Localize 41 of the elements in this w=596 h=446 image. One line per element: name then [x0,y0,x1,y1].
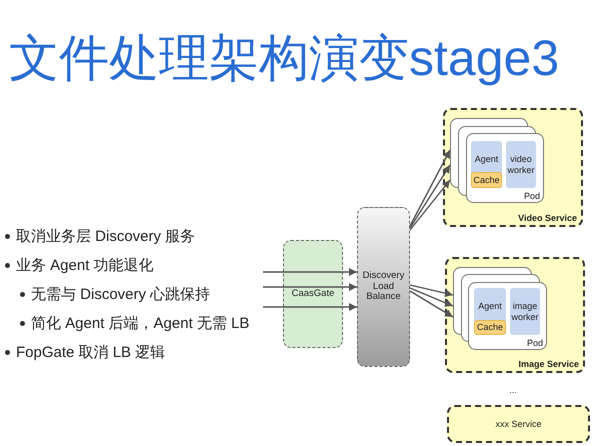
pod-label: Pod [526,338,543,348]
load-balancer-box [357,207,410,367]
cache-box [474,320,506,335]
arrow [410,284,454,298]
bullet-text: 取消业务层 Discovery 服务 [16,226,196,246]
service-group [443,108,583,227]
bullet-text: 业务 Agent 功能退化 [16,256,154,276]
node-label: video worker [508,154,534,175]
arrow [263,268,357,276]
worker-box [510,288,540,335]
arrow [410,290,454,318]
service-group [447,405,590,443]
title: 文件处理架构演变stage3 [9,29,560,88]
ellipsis-text: ... [509,385,517,395]
arrow [263,303,357,311]
node-label: image worker [511,301,538,322]
agent-box [474,288,506,335]
service-name: xxx Service [495,418,542,430]
pod-card-stack [453,267,547,350]
bullet-text: 无需与 Discovery 心跳保持 [31,284,210,304]
bullet-text: 简化 Agent 后端，Agent 无需 LB [31,314,250,334]
arrow [409,150,451,226]
node-label: Discovery Load Balance [362,270,404,304]
node-label: Agent [474,154,498,164]
pod-label: Pod [524,190,540,201]
arrow [263,283,357,291]
bullet-text: FopGate 取消 LB 逻辑 [16,342,166,362]
arrow [409,180,451,230]
agent-box [471,141,502,188]
node-label: Cache [473,174,500,186]
service-name: Image Service [518,358,579,369]
node-label: Cache [476,322,503,333]
worker-box [506,141,536,188]
arrow [410,287,454,307]
gateway-box [283,240,343,348]
node-label: CaasGate [292,288,334,300]
node-label: Agent [478,301,502,312]
arrow [409,164,451,228]
service-group [445,257,585,373]
service-name: Video Service [518,212,577,223]
pod-card-stack [450,118,544,203]
